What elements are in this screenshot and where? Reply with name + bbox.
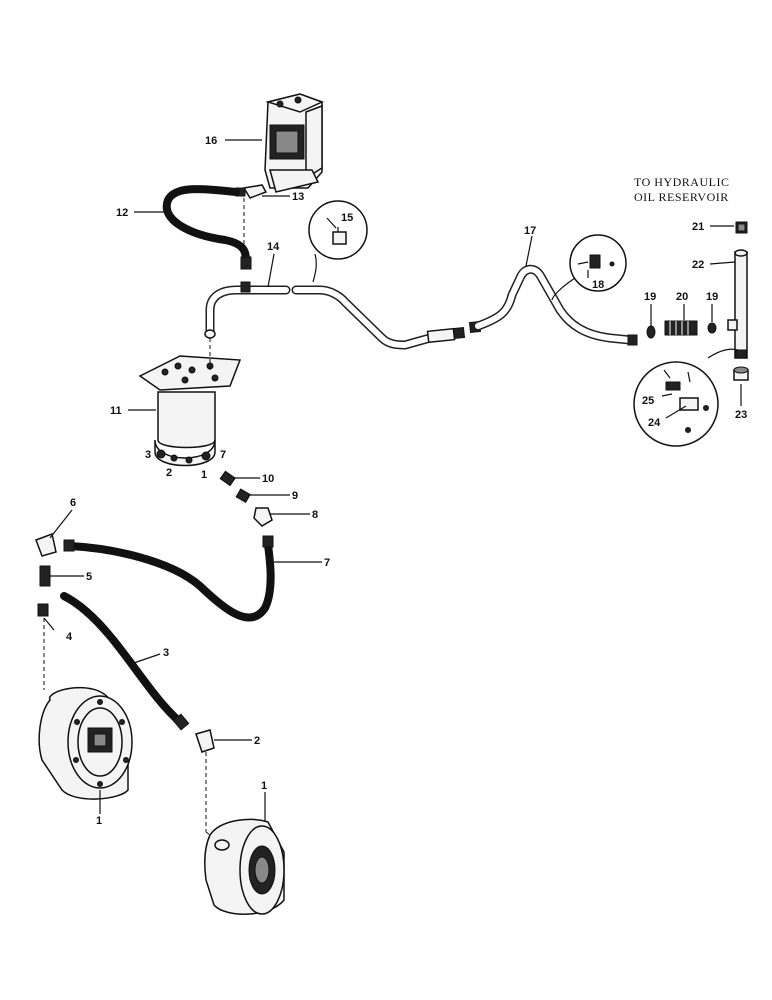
port-label-7: 7: [220, 449, 226, 461]
hose-12-fitting: [240, 256, 252, 270]
callout-2: 2: [254, 735, 260, 747]
port-label-1: 1: [201, 469, 207, 481]
callout-22: 22: [692, 259, 704, 271]
drive-motor-1-left: [38, 686, 133, 800]
port-label-2: 2: [166, 467, 172, 479]
tube-main-line: [291, 264, 638, 350]
tube-22: [727, 249, 748, 359]
hydraulic-pump: [264, 93, 324, 193]
steering-valve-11: [138, 355, 242, 467]
callout-10: 10: [262, 473, 274, 485]
hose-3: [60, 592, 184, 726]
callout-23: 23: [735, 409, 747, 421]
callout-13: 13: [292, 191, 304, 203]
callout-11: 11: [110, 405, 122, 417]
tee-fitting-5: [39, 565, 51, 587]
spring-20: [664, 320, 698, 336]
callout-9: 9: [292, 490, 298, 502]
detail-circle-18: [551, 234, 627, 301]
callout-17: 17: [524, 225, 536, 237]
callout-19-left: 19: [644, 291, 656, 303]
callout-14: 14: [267, 241, 280, 253]
hose-7: [66, 541, 275, 622]
reservoir-note-line2: OIL RESERVOIR: [634, 190, 729, 204]
drive-motor-1-right: [204, 818, 285, 915]
hose-3-fitting: [172, 713, 190, 731]
washer-19-left: [646, 325, 656, 339]
hose-12: [162, 185, 250, 266]
detail-circle-15: [308, 200, 368, 283]
leader-lines: [43, 139, 742, 822]
hose-7-fitting-right: [262, 535, 274, 548]
washer-19-right: [707, 322, 717, 334]
tube-14: [204, 281, 291, 339]
callout-15: 15: [341, 212, 353, 224]
elbow-fitting-2: [195, 729, 215, 753]
callout-6: 6: [70, 497, 76, 509]
callout-3: 3: [163, 647, 169, 659]
fitting-4: [37, 603, 49, 617]
elbow-fitting-8: [253, 507, 273, 527]
callout-20: 20: [676, 291, 688, 303]
callout-16: 16: [205, 135, 217, 147]
fitting-21: [735, 221, 748, 234]
cap-23-top: [733, 366, 749, 374]
elbow-fitting-6: [35, 532, 57, 557]
callout-8: 8: [312, 509, 318, 521]
reservoir-note-line1: TO HYDRAULIC: [634, 175, 729, 189]
callout-12: 12: [116, 207, 128, 219]
callout-25: 25: [642, 395, 654, 407]
callout-18: 18: [592, 279, 604, 291]
elbow-fitting-13: [235, 184, 268, 199]
callout-24: 24: [648, 417, 661, 429]
callout-4: 4: [66, 631, 73, 643]
callout-5: 5: [86, 571, 92, 583]
callout-21: 21: [692, 221, 704, 233]
hose-7-fitting-left: [63, 539, 75, 552]
fitting-9: [235, 488, 251, 504]
callout-19-right: 19: [706, 291, 718, 303]
callout-1-left: 1: [96, 815, 102, 827]
callout-1-right: 1: [261, 780, 267, 792]
callout-7: 7: [324, 557, 330, 569]
port-label-3: 3: [145, 449, 151, 461]
fitting-10: [219, 470, 236, 487]
